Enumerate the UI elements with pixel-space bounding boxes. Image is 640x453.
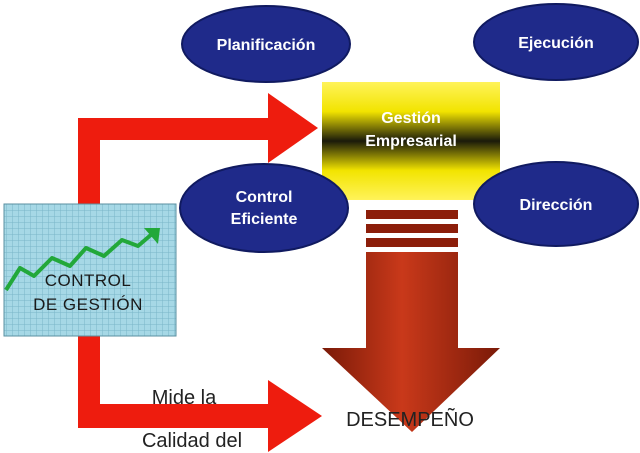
ejecucion-label: Ejecución (518, 35, 594, 52)
mide-label-line2: Calidad del (142, 430, 242, 452)
mide-label-line1: Mide la (152, 387, 217, 409)
gestion-label-line1: Gestión (381, 110, 441, 127)
control-gestion-panel: CONTROL DE GESTIÓN (3, 203, 177, 337)
trend-line (4, 232, 154, 292)
planificacion-label: Planificación (217, 37, 316, 54)
gestion-empresarial-box (322, 82, 500, 200)
ellipse-ejecucion: Ejecución (473, 3, 639, 81)
trend-arrowhead (144, 228, 160, 244)
gestion-label-line2: Empresarial (365, 133, 457, 150)
control-eficiente-label-line1: Control (236, 189, 293, 206)
ellipse-control-eficiente: Control Eficiente (179, 163, 349, 253)
arrow-to-gestion (78, 93, 318, 163)
arrow-to-desempeno (78, 380, 322, 452)
ellipse-planificacion: Planificación (181, 5, 351, 83)
control-gestion-label-line2: DE GESTIÓN (33, 295, 143, 314)
ellipse-direccion: Dirección (473, 161, 639, 247)
direccion-label: Dirección (520, 197, 593, 214)
control-eficiente-label-line2: Eficiente (231, 211, 298, 228)
downward-arrow (322, 210, 500, 432)
control-gestion-label-line1: CONTROL (45, 271, 132, 290)
desempeno-label: DESEMPEÑO (346, 407, 474, 431)
